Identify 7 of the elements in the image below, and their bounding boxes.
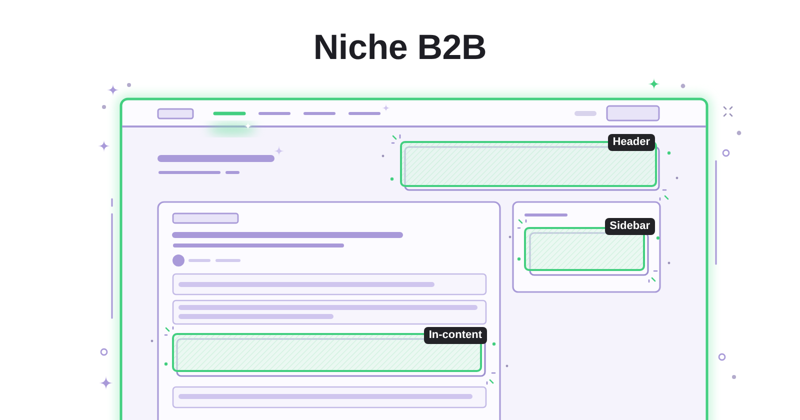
ad-slot — [172, 327, 487, 372]
diagram-title: Niche B2B — [313, 28, 487, 67]
placement-tag: Header — [608, 134, 655, 151]
ad-slot — [400, 134, 657, 187]
placement-tag: In-content — [424, 327, 487, 344]
ad-slot — [524, 218, 655, 271]
placement-tag: Sidebar — [604, 218, 655, 235]
